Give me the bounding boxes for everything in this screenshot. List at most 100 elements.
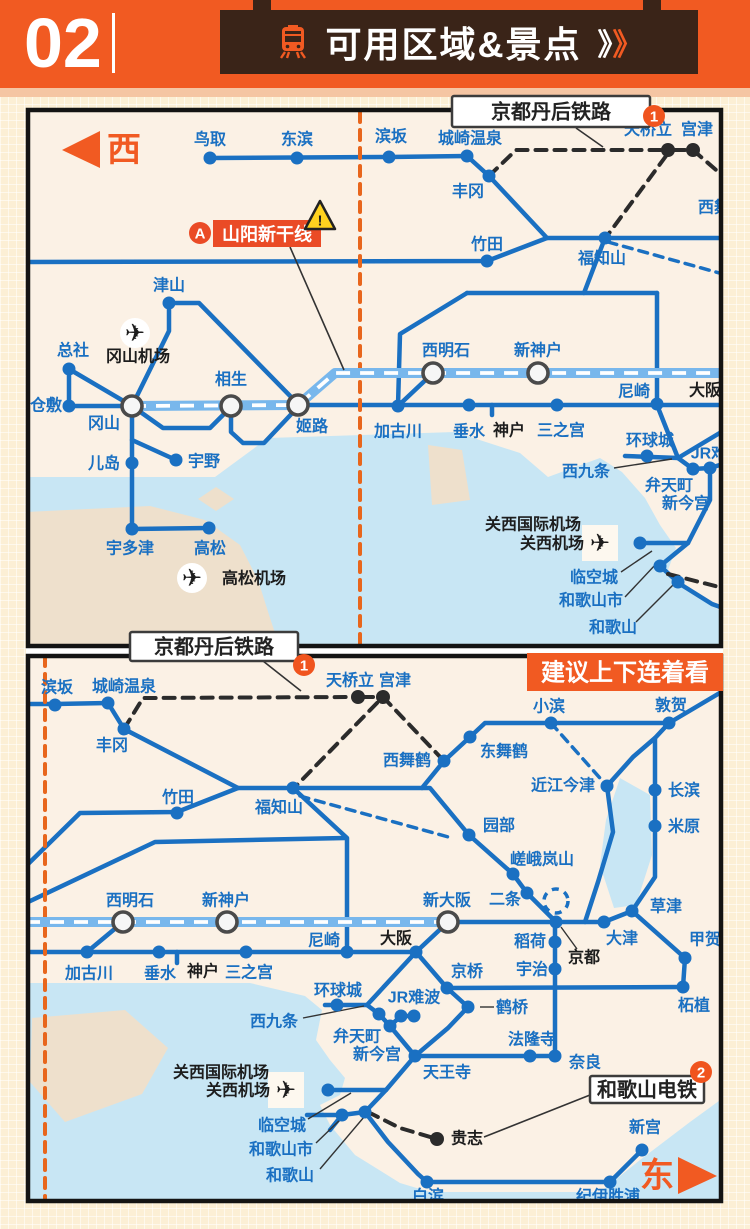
warning-icon [303, 199, 337, 231]
label-leader-line [613, 458, 673, 469]
station-label: 关西机场 [520, 534, 584, 553]
station-label: 宫津 [379, 671, 411, 690]
railway-callout-box [128, 630, 300, 663]
station-dot [640, 449, 654, 463]
station-label: 草津 [650, 898, 682, 916]
private-railway-dashed-line [605, 154, 668, 238]
station-label: 鹤桥 [496, 998, 529, 1017]
jr-line [26, 835, 348, 906]
station-label: 近江今津 [531, 776, 595, 795]
station-label: 仓敷 [29, 396, 63, 415]
station-dot [463, 730, 477, 744]
station-dot [169, 453, 183, 467]
station-dot [372, 1007, 386, 1021]
callout-leader-line [483, 1094, 591, 1138]
station-label: 西舞鹤 [383, 751, 431, 770]
letter-badge [189, 222, 211, 244]
private-station-dot [376, 690, 390, 704]
jr-line [666, 688, 723, 726]
station-label: 姬路 [296, 417, 329, 436]
header-divider [112, 13, 115, 73]
station-dot [409, 945, 423, 959]
callout-leader-line [262, 660, 302, 692]
station-dot [440, 981, 454, 995]
station-dot [170, 806, 184, 820]
station-dot [703, 461, 717, 475]
direction-label: 东 [640, 1156, 674, 1195]
station-label: 新神户 [514, 341, 562, 360]
hint-banner [527, 653, 723, 691]
station-label: 丰冈 [452, 182, 484, 201]
label-leader-line [307, 1092, 352, 1120]
sea-area [600, 778, 652, 908]
station-label: 加古川 [64, 964, 113, 983]
station-dot [625, 904, 639, 918]
station-dot [461, 1000, 475, 1014]
railway-callout-box [588, 1074, 706, 1105]
station-dot [523, 1049, 537, 1063]
letter-badge-text: A [195, 226, 206, 243]
major-station-ring [219, 394, 243, 418]
station-label: 奈良 [568, 1053, 601, 1072]
station-dot [548, 962, 562, 976]
station-dot [598, 231, 612, 245]
station-dot [358, 1105, 372, 1119]
station-label: 宇野 [188, 452, 220, 471]
station-dot [335, 1108, 349, 1122]
station-label: 西明石 [106, 892, 154, 910]
station-dot [391, 399, 405, 413]
jr-line [129, 437, 179, 463]
station-label: 福知山 [254, 798, 303, 817]
jr-line [66, 366, 135, 409]
station-label: 城崎温泉 [438, 129, 503, 148]
station-dot [62, 362, 76, 376]
jr-line [364, 1002, 418, 1059]
station-label: 鸟取 [194, 130, 226, 149]
station-label: 新神户 [202, 891, 250, 910]
jr-line [675, 428, 723, 461]
station-label: 福知山 [577, 249, 626, 268]
station-label: 临空城 [258, 1116, 306, 1135]
station-label: 高松机场 [222, 569, 286, 588]
station-label: 和歌山市 [559, 591, 623, 610]
jr-line [395, 290, 470, 409]
station-dot [407, 1009, 421, 1023]
land-area [428, 445, 470, 505]
station-dot [662, 716, 676, 730]
station-label: 稻荷 [514, 933, 546, 951]
private-railway-dashed-line [366, 1110, 439, 1141]
station-label: 和歌山市 [249, 1140, 313, 1159]
station-label: 滨坂 [375, 127, 408, 146]
jr-line [654, 402, 681, 461]
airplane-icon: ✈ [590, 529, 610, 557]
jr-line [228, 404, 301, 446]
label-leader-line [560, 926, 578, 950]
station-label: 关西国际机场 [485, 515, 581, 534]
station-dot [506, 867, 520, 881]
station-label: 大阪 [380, 929, 413, 948]
jr-line [675, 455, 723, 472]
station-label: 关西机场 [206, 1081, 270, 1100]
private-station-dot [351, 690, 365, 704]
station-label: 东舞鹤 [480, 742, 528, 761]
station-label: 法隆寺 [508, 1030, 556, 1049]
station-dot [480, 254, 494, 268]
station-dot [162, 296, 176, 310]
station-dot [650, 397, 664, 411]
station-dot [420, 1175, 434, 1189]
sea-area [26, 983, 723, 1203]
station-label: 滨坂 [41, 678, 74, 697]
station-dot [382, 150, 396, 164]
airport-icon-bg [120, 318, 150, 348]
airport-icon-bg [582, 525, 618, 561]
station-label: 弁天町 [645, 476, 693, 495]
station-label: 尼崎 [618, 382, 650, 401]
station-label: 新宫 [629, 1118, 661, 1137]
kyoto-area-dashed-circle [542, 887, 570, 915]
airport-icon-bg [268, 1072, 304, 1108]
jr-line [466, 832, 559, 925]
station-label: 神户 [493, 421, 525, 440]
airplane-icon: ✈ [276, 1076, 296, 1104]
station-label: 丰冈 [96, 736, 128, 755]
